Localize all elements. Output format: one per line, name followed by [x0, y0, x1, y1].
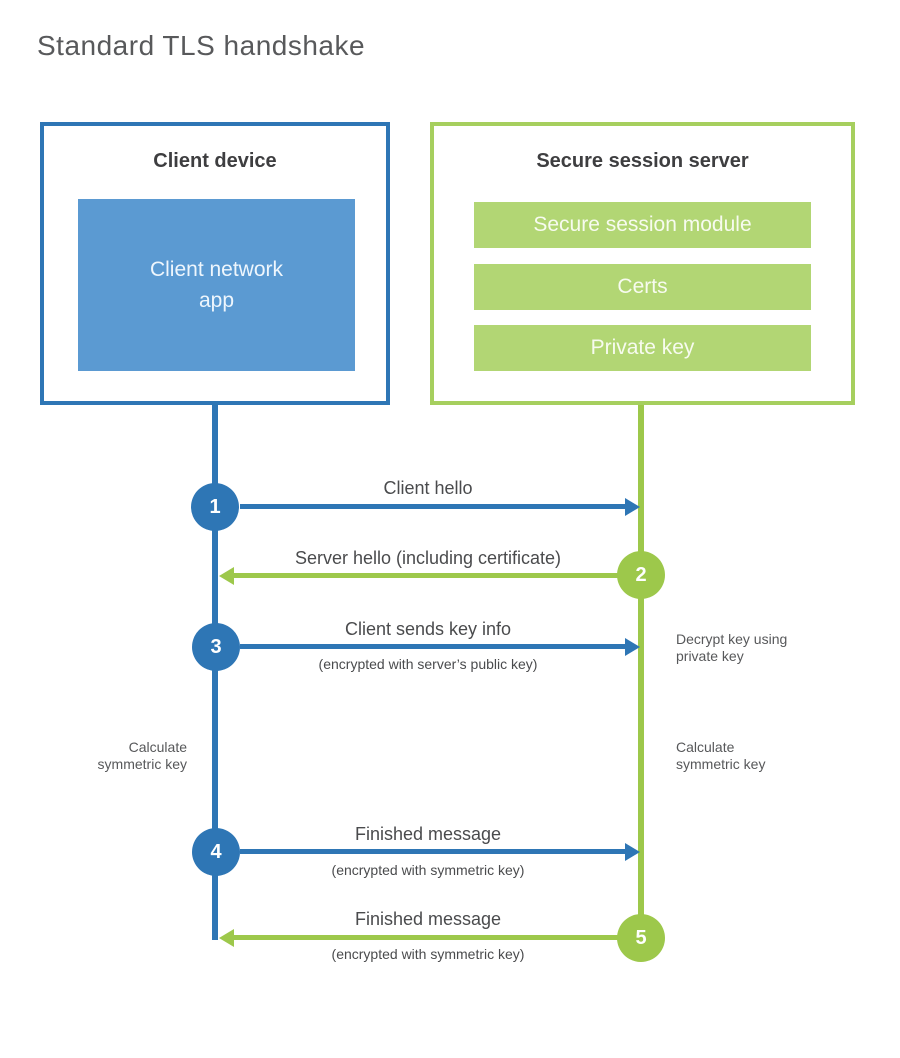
step1-label: Client hello	[383, 478, 473, 498]
step2-circle: 2	[617, 551, 665, 599]
secure-session-server-title: Secure session server	[536, 150, 749, 172]
decrypt-key-note: Decrypt key using private key	[676, 631, 826, 665]
client-app-label-line2: app	[198, 289, 235, 312]
step5-circle: 5	[617, 914, 665, 962]
step4-circle: 4	[192, 828, 240, 876]
server-module-secure-session: Secure session module	[474, 202, 811, 248]
server-lifeline	[638, 405, 644, 938]
server-module-private-key: Private key	[474, 325, 811, 371]
step3-arrowhead-right-icon	[625, 638, 640, 656]
calculate-note-client-line2: symmetric key	[97, 756, 187, 772]
step4-arrow-line	[240, 849, 625, 854]
client-lifeline	[212, 405, 218, 940]
step5-sublabel: (encrypted with symmetric key)	[331, 946, 525, 962]
step5-arrowhead-left-icon	[219, 929, 234, 947]
calculate-symmetric-key-note-server: Calculate symmetric key	[676, 739, 826, 773]
server-module-certs: Certs	[474, 264, 811, 310]
step2-arrow-line	[234, 573, 618, 578]
decrypt-key-note-line1: Decrypt key using	[676, 631, 788, 647]
calculate-note-server-line2: symmetric key	[676, 756, 766, 772]
step1-arrow-line	[240, 504, 625, 509]
calculate-symmetric-key-note-client: Calculate symmetric key	[40, 739, 187, 773]
calculate-note-client-line1: Calculate	[128, 739, 187, 755]
step5-arrow-line	[234, 935, 618, 940]
step4-label: Finished message	[354, 824, 502, 844]
step3-label: Client sends key info	[344, 619, 512, 639]
step5-label: Finished message	[354, 909, 502, 929]
client-app-label-line1: Client network	[149, 258, 284, 281]
step2-label: Server hello (including certificate)	[294, 548, 562, 568]
page-title: Standard TLS handshake	[37, 30, 366, 61]
step3-arrow-line	[240, 644, 625, 649]
step3-sublabel: (encrypted with server’s public key)	[318, 656, 538, 672]
step4-arrowhead-right-icon	[625, 843, 640, 861]
step1-arrowhead-right-icon	[625, 498, 640, 516]
client-device-title: Client device	[153, 150, 277, 172]
step4-sublabel: (encrypted with symmetric key)	[331, 862, 525, 878]
step3-circle: 3	[192, 623, 240, 671]
calculate-note-server-line1: Calculate	[676, 739, 735, 755]
step2-arrowhead-left-icon	[219, 567, 234, 585]
step1-circle: 1	[191, 483, 239, 531]
decrypt-key-note-line2: private key	[676, 648, 744, 664]
client-network-app-block: Client network app	[78, 199, 355, 371]
